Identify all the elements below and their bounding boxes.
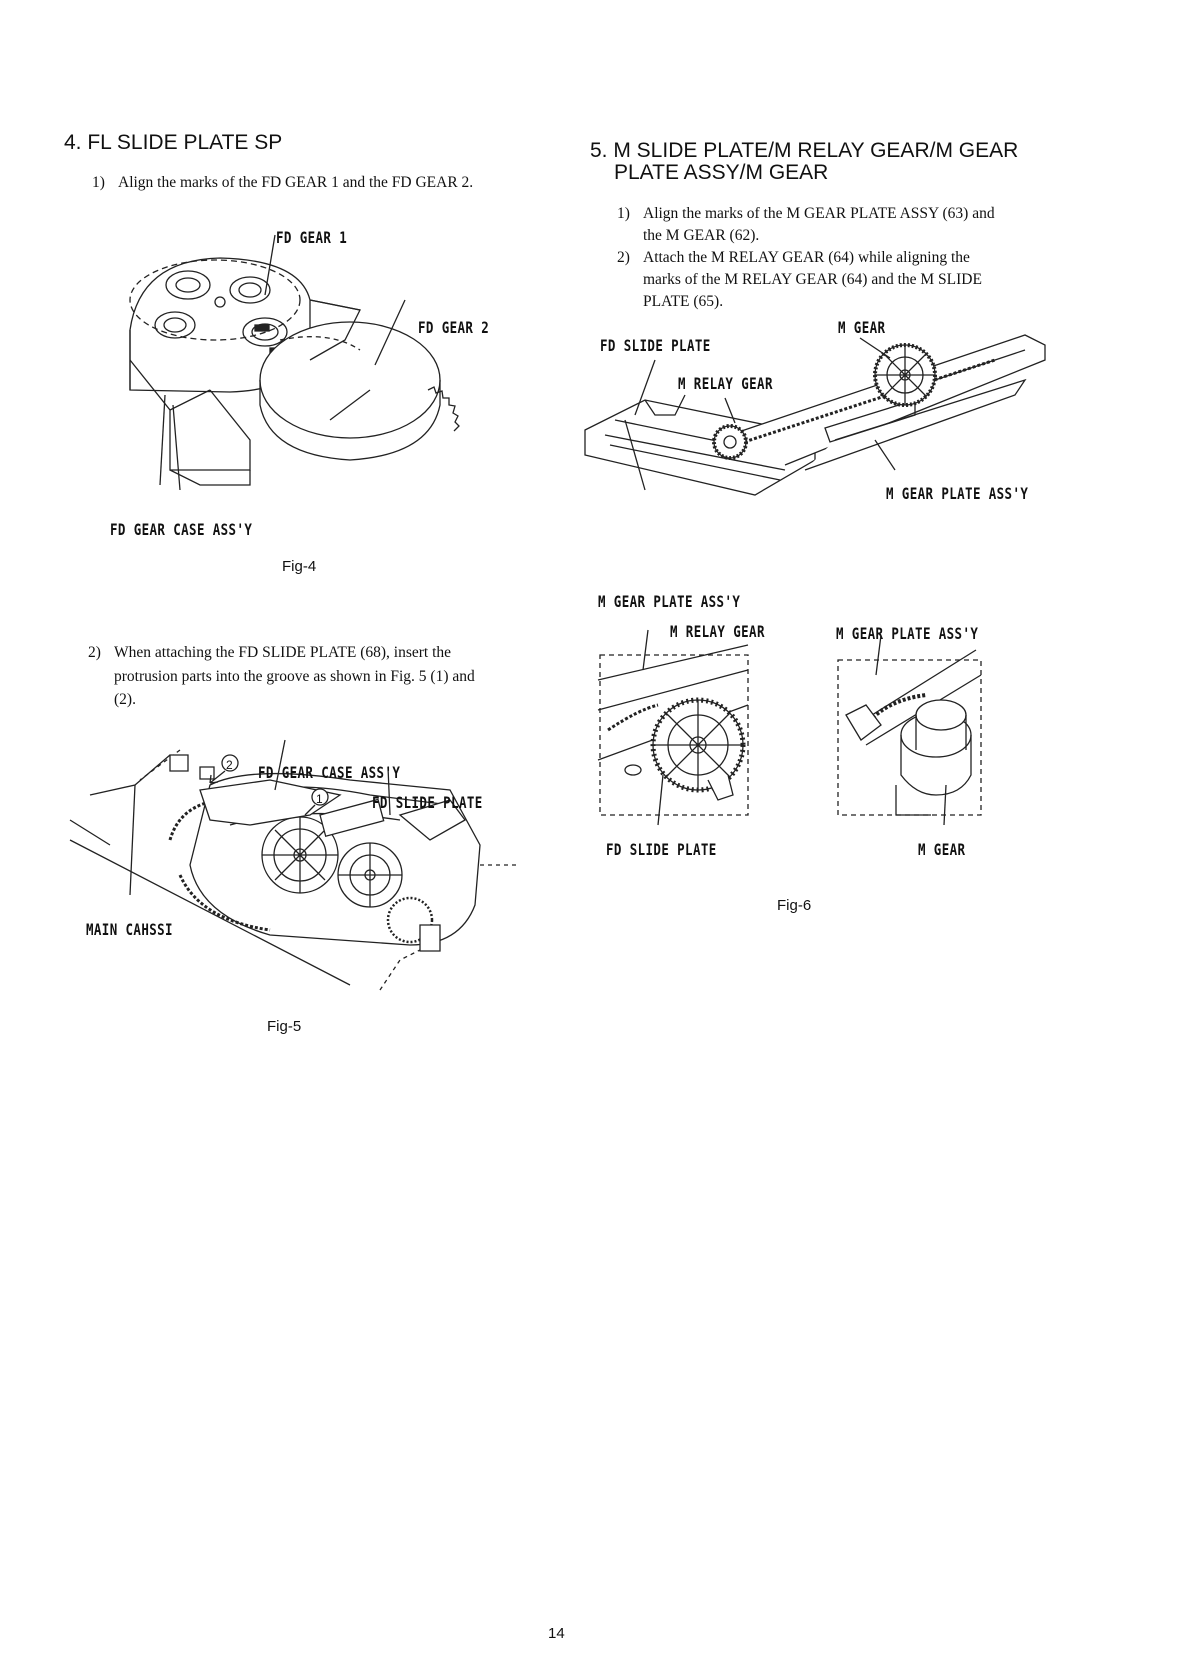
section-5-heading-line-2: PLATE ASSY/M GEAR bbox=[614, 161, 829, 184]
fig-5-illustration bbox=[70, 745, 530, 995]
section-4-step-1: 1) Align the marks of the FD GEAR 1 and … bbox=[92, 172, 572, 194]
fig-5-label-fd-slide-plate: FD SLIDE PLATE bbox=[372, 793, 483, 812]
section-5-heading: 5. M SLIDE PLATE/M RELAY GEAR/M GEAR PLA… bbox=[590, 140, 1150, 188]
fig-6-detail-m-gear bbox=[836, 655, 986, 825]
step-line-2: the M GEAR (62). bbox=[643, 227, 760, 244]
step-line-2: protrusion parts into the groove as show… bbox=[114, 668, 475, 685]
step-line-3: (2). bbox=[114, 691, 136, 708]
step-line-1: Align the marks of the M GEAR PLATE ASSY… bbox=[643, 205, 995, 222]
fig-4-label-fd-gear-1: FD GEAR 1 bbox=[276, 228, 348, 247]
fig-6-label-m-gear-bottom: M GEAR bbox=[918, 840, 966, 859]
step-line-2: marks of the M RELAY GEAR (64) and the M… bbox=[643, 271, 982, 288]
section-5-step-2: 2) Attach the M RELAY GEAR (64) while al… bbox=[617, 247, 1077, 313]
step-line-3: PLATE (65). bbox=[643, 293, 724, 310]
section-5-step-1: 1) Align the marks of the M GEAR PLATE A… bbox=[617, 203, 1077, 249]
section-5-heading-line-1: 5. M SLIDE PLATE/M RELAY GEAR/M GEAR bbox=[590, 139, 1019, 162]
fig-6-caption: Fig-6 bbox=[777, 897, 812, 914]
step-line-1: Attach the M RELAY GEAR (64) while align… bbox=[643, 249, 970, 266]
step-number: 2) bbox=[88, 644, 101, 661]
fig-6-label-m-gear-plate-assy-top: M GEAR PLATE ASS'Y bbox=[886, 484, 1029, 503]
fig-6-detail-relay-gear bbox=[598, 650, 758, 820]
fig-5-label-fd-gear-case: FD GEAR CASE ASS'Y bbox=[258, 763, 401, 782]
step-number: 2) bbox=[617, 249, 630, 266]
section-4-heading: 4. FL SLIDE PLATE SP bbox=[64, 131, 283, 154]
fig-6-label-fd-slide-plate-bottom: FD SLIDE PLATE bbox=[606, 840, 717, 859]
section-4-step-2: 2) When attaching the FD SLIDE PLATE (68… bbox=[88, 642, 568, 712]
step-number: 1) bbox=[92, 174, 105, 191]
step-text: Align the marks of the FD GEAR 1 and the… bbox=[118, 174, 474, 191]
fig-6-label-m-relay-gear-top: M RELAY GEAR bbox=[678, 374, 773, 393]
fig-6-label-m-gear-plate-assy-detail: M GEAR PLATE ASS'Y bbox=[836, 624, 979, 643]
fig-4-illustration bbox=[110, 240, 490, 520]
page-number: 14 bbox=[548, 1625, 565, 1642]
fig-6-top-illustration bbox=[585, 320, 1055, 520]
fig-6-label-fd-slide-plate-top: FD SLIDE PLATE bbox=[600, 336, 711, 355]
fig-6-label-m-gear-plate-assy-left: M GEAR PLATE ASS'Y bbox=[598, 592, 741, 611]
fig-5-label-main-chassis: MAIN CAHSSI bbox=[86, 920, 173, 939]
fig-4-caption: Fig-4 bbox=[282, 558, 317, 575]
fig-5-caption: Fig-5 bbox=[267, 1018, 302, 1035]
fig-5-marker-1: 1 bbox=[316, 792, 323, 806]
fig-5-marker-2: 2 bbox=[226, 758, 233, 772]
fig-6-label-m-gear-top: M GEAR bbox=[838, 318, 886, 337]
fig-4-label-fd-gear-2: FD GEAR 2 bbox=[418, 318, 490, 337]
fig-4-label-fd-gear-case: FD GEAR CASE ASS'Y bbox=[110, 520, 253, 539]
step-line-1: When attaching the FD SLIDE PLATE (68), … bbox=[114, 644, 452, 661]
step-number: 1) bbox=[617, 205, 630, 222]
fig-6-label-m-relay-gear-detail: M RELAY GEAR bbox=[670, 622, 765, 641]
